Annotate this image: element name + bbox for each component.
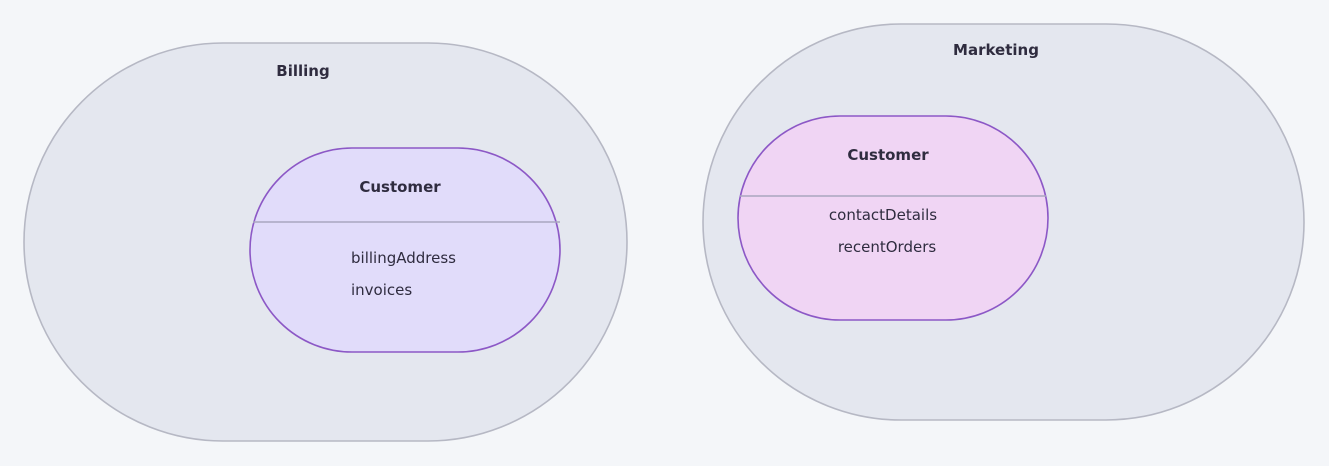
billing-attribute: billingAddress [351, 249, 456, 267]
marketing-customer-entity[interactable]: Customer contactDetails recentOrders [737, 115, 1049, 321]
marketing-customer-title: Customer [847, 146, 929, 164]
billing-attribute: invoices [351, 281, 412, 299]
billing-customer-title: Customer [359, 178, 441, 196]
billing-context-title: Billing [276, 62, 329, 80]
marketing-context-title: Marketing [953, 41, 1039, 59]
marketing-customer-shape [737, 115, 1049, 321]
billing-context[interactable]: Billing Customer billingAddress invoices [23, 42, 628, 442]
marketing-attribute: recentOrders [838, 238, 937, 256]
billing-customer-shape [249, 147, 561, 353]
billing-customer-entity[interactable]: Customer billingAddress invoices [249, 147, 561, 353]
marketing-context[interactable]: Marketing Customer contactDetails recent… [702, 23, 1305, 421]
marketing-attribute: contactDetails [829, 206, 937, 224]
